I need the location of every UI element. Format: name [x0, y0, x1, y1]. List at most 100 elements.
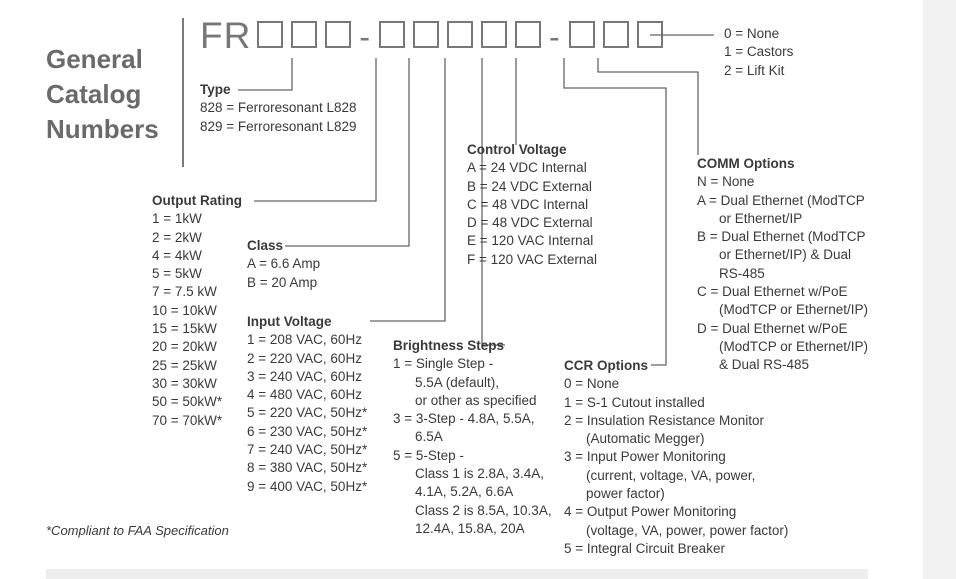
brightness-item-detail: or other as specified: [415, 392, 537, 408]
comm-item: D = Dual Ethernet w/PoE: [697, 320, 848, 336]
connector-type: [238, 58, 293, 91]
connector-class: [285, 58, 410, 247]
type-heading: Type: [200, 82, 231, 97]
brightness-item-detail: 4.1A, 5.2A, 6.6A: [415, 484, 514, 500]
brightness-item-detail: 5.5A (default),: [415, 374, 500, 390]
type-section: Type 828 = Ferroresonant L828 829 = Ferr…: [200, 81, 356, 136]
output-rating-item: 2 = 2kW: [152, 229, 202, 245]
output-rating-item: 25 = 25kW: [152, 357, 217, 373]
comm-item: N = None: [697, 174, 755, 190]
brightness-item: 3 = 3-Step - 4.8A, 5.5A,: [393, 411, 535, 427]
ccr-item: 5 = Integral Circuit Breaker: [564, 540, 725, 556]
input-voltage-item: 5 = 220 VAC, 50Hz*: [247, 405, 368, 421]
comm-options-heading: COMM Options: [697, 156, 795, 171]
brightness-item-detail: Class 1 is 2.8A, 3.4A,: [415, 466, 545, 482]
code-box-4: [378, 20, 405, 48]
comm-item: A = Dual Ethernet (ModTCP: [697, 192, 865, 208]
control-voltage-heading: Control Voltage: [467, 142, 567, 157]
ccr-item-detail: (current, voltage, VA, power,: [586, 467, 756, 483]
brightness-item-detail: 12.4A, 15.8A, 20A: [415, 520, 525, 536]
brightness-item-detail: 6.5A: [415, 429, 443, 445]
code-box-10: [602, 20, 629, 48]
title-line-1: General: [46, 44, 143, 74]
code-box-7: [480, 20, 507, 48]
connector-output-rating: [254, 58, 377, 202]
class-item: B = 20 Amp: [247, 274, 318, 290]
output-rating-heading: Output Rating: [152, 193, 242, 208]
ccr-item: 4 = Output Power Monitoring: [564, 504, 737, 520]
input-voltage-item: 8 = 380 VAC, 50Hz*: [247, 460, 368, 476]
connector-brightness: [481, 58, 505, 346]
comm-item-detail: or Ethernet/IP: [719, 210, 803, 226]
code-box-11: [636, 20, 663, 48]
right-side-panel: [923, 0, 956, 579]
control-voltage-item: B = 24 VDC External: [467, 178, 592, 194]
ccr-item-detail: (voltage, VA, power, power factor): [586, 522, 789, 538]
code-box-5: [412, 20, 439, 48]
input-voltage-item: 4 = 480 VAC, 60Hz: [247, 387, 362, 403]
input-voltage-heading: Input Voltage: [247, 314, 332, 329]
class-section: Class A = 6.6 Amp B = 20 Amp: [247, 237, 320, 292]
brightness-steps-section: Brightness Steps 1 = Single Step - 5.5A …: [393, 337, 552, 538]
control-voltage-item: E = 120 VAC Internal: [467, 233, 594, 249]
brightness-item-detail: Class 2 is 8.5A, 10.3A,: [415, 502, 552, 518]
type-item: 828 = Ferroresonant L828: [200, 100, 357, 116]
input-voltage-section: Input Voltage 1 = 208 VAC, 60Hz 2 = 220 …: [247, 313, 367, 496]
title-line-2: Catalog: [46, 79, 142, 109]
page-title: General Catalog Numbers: [46, 42, 159, 147]
title-divider: [182, 18, 184, 167]
input-voltage-item: 9 = 400 VAC, 50Hz*: [247, 478, 368, 494]
mounting-item: 1 = Castors: [724, 44, 794, 60]
ccr-options-section: CCR Options 0 = None 1 = S-1 Cutout inst…: [564, 357, 788, 558]
output-rating-item: 1 = 1kW: [152, 211, 202, 227]
control-voltage-item: C = 48 VDC Internal: [467, 196, 589, 212]
output-rating-item: 4 = 4kW: [152, 247, 202, 263]
ccr-item: 3 = Input Power Monitoring: [564, 449, 726, 465]
input-voltage-item: 7 = 240 VAC, 50Hz*: [247, 442, 368, 458]
comm-item: C = Dual Ethernet w/PoE: [697, 284, 848, 300]
ccr-item-detail: power factor): [586, 486, 665, 502]
output-rating-item: 50 = 50kW*: [152, 394, 223, 410]
output-rating-item: 20 = 20kW: [152, 339, 217, 355]
code-box-6: [446, 20, 473, 48]
brightness-steps-heading: Brightness Steps: [393, 338, 505, 353]
code-dash-1: -: [359, 19, 371, 55]
output-rating-item: 5 = 5kW: [152, 266, 202, 282]
output-rating-item: 15 = 15kW: [152, 321, 217, 337]
output-rating-item: 10 = 10kW: [152, 302, 217, 318]
input-voltage-item: 3 = 240 VAC, 60Hz: [247, 368, 362, 384]
control-voltage-item: F = 120 VAC External: [467, 251, 597, 267]
comm-options-section: COMM Options N = None A = Dual Ethernet …: [697, 155, 868, 375]
connector-input-voltage: [370, 58, 446, 322]
input-voltage-item: 1 = 208 VAC, 60Hz: [247, 332, 362, 348]
catalog-code: FR--: [200, 14, 671, 59]
code-prefix: FR: [200, 15, 252, 56]
comm-item-detail: RS-485: [719, 265, 765, 281]
connector-ccr: [563, 58, 667, 366]
ccr-item: 1 = S-1 Cutout installed: [564, 394, 705, 410]
comm-item-detail: (ModTCP or Ethernet/IP): [719, 302, 869, 318]
input-voltage-item: 2 = 220 VAC, 60Hz: [247, 350, 362, 366]
class-item: A = 6.6 Amp: [247, 256, 321, 272]
mounting-options: 0 = None 1 = Castors 2 = Lift Kit: [724, 25, 793, 80]
ccr-item: 2 = Insulation Resistance Monitor: [564, 412, 764, 428]
output-rating-item: 7 = 7.5 kW: [152, 284, 217, 300]
input-voltage-item: 6 = 230 VAC, 50Hz*: [247, 423, 368, 439]
code-box-9: [568, 20, 595, 48]
output-rating-item: 30 = 30kW: [152, 375, 217, 391]
ccr-options-heading: CCR Options: [564, 358, 648, 373]
control-voltage-item: A = 24 VDC Internal: [467, 160, 587, 176]
connector-comm: [597, 58, 699, 155]
code-box-3: [325, 20, 352, 48]
output-rating-section: Output Rating 1 = 1kW 2 = 2kW 4 = 4kW 5 …: [152, 192, 242, 430]
comm-item-detail: (ModTCP or Ethernet/IP): [719, 338, 869, 354]
code-box-2: [291, 20, 318, 48]
comm-item: B = Dual Ethernet (ModTCP: [697, 229, 866, 245]
mounting-item: 2 = Lift Kit: [724, 62, 785, 78]
ccr-item: 0 = None: [564, 376, 620, 392]
title-line-3: Numbers: [46, 114, 159, 144]
brightness-item: 5 = 5-Step -: [393, 447, 464, 463]
brightness-item: 1 = Single Step -: [393, 356, 494, 372]
type-item: 829 = Ferroresonant L829: [200, 118, 357, 134]
